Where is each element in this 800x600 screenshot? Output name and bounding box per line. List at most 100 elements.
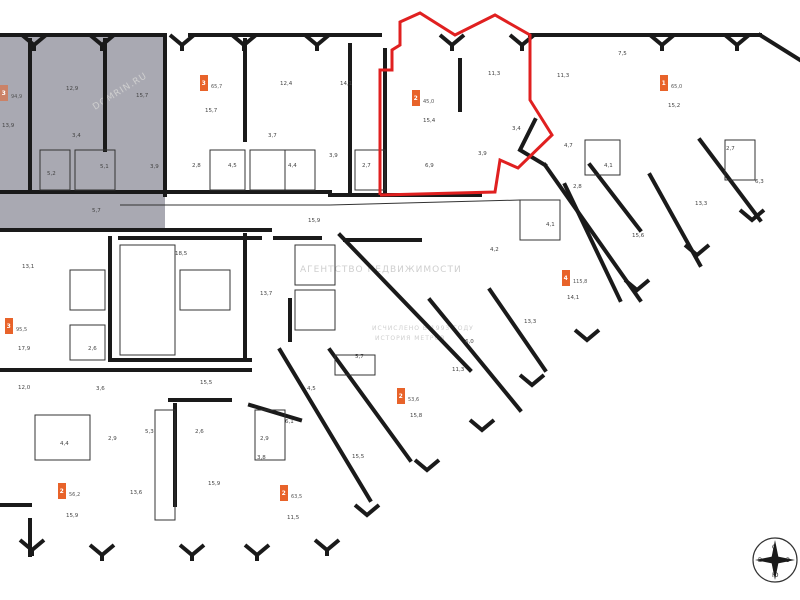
room-area: 4,4 xyxy=(60,441,69,447)
svg-text:2: 2 xyxy=(414,95,418,102)
room-area: 5,1 xyxy=(100,164,109,170)
room-area: 13,6 xyxy=(130,490,143,496)
svg-text:2: 2 xyxy=(282,490,286,497)
room-area: 15,8 xyxy=(410,413,423,419)
watermark-agency: АГЕНТСТВО НЕДВИЖИМОСТИ xyxy=(300,265,462,275)
room-area: 3,9 xyxy=(329,153,338,159)
room-area: 13,1 xyxy=(22,264,34,270)
apartment-badge[interactable]: 1 65,0 xyxy=(660,75,682,91)
svg-text:4: 4 xyxy=(564,275,568,282)
watermark-sub: ИСТОРИЯ МЕТРОВ xyxy=(375,335,445,342)
room-area: 5,3 xyxy=(145,429,154,435)
room-area: 5,2 xyxy=(47,171,56,177)
room-area: 4,5 xyxy=(307,386,316,392)
selected-apartment-outline[interactable] xyxy=(378,11,554,197)
compass-west: В xyxy=(758,557,762,564)
room-area: 4,2 xyxy=(490,247,499,253)
apartment-badge[interactable]: 3 95,5 xyxy=(5,318,27,334)
room-area: 13,7 xyxy=(260,291,273,297)
apartment-badge[interactable]: 2 56,2 xyxy=(58,483,80,499)
room-area: 4,1 xyxy=(546,222,555,228)
room-area: 3,4 xyxy=(72,133,81,139)
room-area: 14,1 xyxy=(567,295,579,301)
svg-text:63,5: 63,5 xyxy=(291,494,302,500)
room-area: 14,1 xyxy=(340,81,352,87)
room-area: 15,9 xyxy=(208,481,221,487)
compass-south: Ю xyxy=(772,572,779,579)
room-area: 3,7 xyxy=(268,133,277,139)
apartment-badges: 3 65,7 2 45,0 1 65,0 4 115,8 3 95,5 3 94… xyxy=(0,75,682,501)
watermark-since: ИСЧИСЛЕНО В 1993 ГОДУ xyxy=(372,325,474,332)
svg-text:115,8: 115,8 xyxy=(573,279,587,285)
room-area: 2,8 xyxy=(192,163,201,169)
room-area: 2,8 xyxy=(573,184,582,190)
room-area: 11,5 xyxy=(287,515,300,521)
apartment-badge[interactable]: 3 65,7 xyxy=(200,75,222,91)
room-area: 15,5 xyxy=(200,380,213,386)
compass: С Ю В З xyxy=(752,537,798,583)
svg-text:56,2: 56,2 xyxy=(69,492,80,498)
room-area: 2,6 xyxy=(195,429,204,435)
sold-apartment-zone xyxy=(0,35,165,230)
svg-text:45,0: 45,0 xyxy=(423,99,434,105)
room-area: 7,5 xyxy=(618,51,627,57)
room-area: 18,5 xyxy=(175,251,188,257)
room-area: 15,6 xyxy=(632,233,645,239)
facade-columns xyxy=(18,33,766,561)
svg-text:53,6: 53,6 xyxy=(408,397,419,403)
room-area: 4,5 xyxy=(228,163,237,169)
room-area: 3,9 xyxy=(478,151,487,157)
svg-text:94,9: 94,9 xyxy=(11,94,22,100)
room-area: 15,2 xyxy=(668,103,680,109)
room-labels: 12,9 15,7 3,4 5,2 5,1 3,9 13,9 5,7 15,7 … xyxy=(2,51,764,521)
svg-text:65,0: 65,0 xyxy=(671,84,682,90)
room-area: 2,7 xyxy=(362,163,371,169)
room-area: 3,6 xyxy=(96,386,105,392)
compass-east: З xyxy=(786,557,790,564)
svg-text:3: 3 xyxy=(202,80,206,87)
compass-north: С xyxy=(772,544,776,551)
room-area: 12,4 xyxy=(280,81,293,87)
room-area: 15,5 xyxy=(352,454,365,460)
apartment-badge[interactable]: 2 53,6 xyxy=(397,388,419,404)
room-area: 6,0 xyxy=(465,339,474,345)
room-area: 12,0 xyxy=(18,385,31,391)
room-area: 13,9 xyxy=(2,123,15,129)
room-area: 15,9 xyxy=(308,218,321,224)
room-area: 11,3 xyxy=(452,367,465,373)
room-area: 2,9 xyxy=(260,436,269,442)
apartment-badge[interactable]: 2 63,5 xyxy=(280,485,302,501)
room-area: 13,3 xyxy=(524,319,537,325)
room-area: 4,4 xyxy=(288,163,297,169)
room-area: 15,9 xyxy=(66,513,79,519)
room-area: 2,6 xyxy=(88,346,97,352)
room-area: 15,4 xyxy=(423,118,436,124)
room-area: 11,3 xyxy=(488,71,501,77)
svg-text:95,5: 95,5 xyxy=(16,327,27,333)
room-area: 17,9 xyxy=(18,346,31,352)
room-area: 3,8 xyxy=(257,455,266,461)
svg-text:1: 1 xyxy=(662,80,666,87)
room-area: 11,3 xyxy=(557,73,570,79)
room-area: 12,9 xyxy=(66,86,79,92)
apartment-badge[interactable]: 3 94,9 xyxy=(0,85,22,101)
apartment-badge[interactable]: 2 45,0 xyxy=(412,90,434,106)
room-area: 2,9 xyxy=(108,436,117,442)
svg-text:2: 2 xyxy=(399,393,403,400)
svg-text:2: 2 xyxy=(60,488,64,495)
room-area: 13,3 xyxy=(695,201,708,207)
room-area: 5,7 xyxy=(92,208,101,214)
room-area: 3,9 xyxy=(150,164,159,170)
room-area: 5,7 xyxy=(355,354,364,360)
room-area: 3,4 xyxy=(512,126,521,132)
room-area: 4,7 xyxy=(564,143,573,149)
svg-text:65,7: 65,7 xyxy=(211,84,222,90)
room-area: 6,1 xyxy=(285,419,294,425)
interior-fixtures xyxy=(34,139,756,521)
room-area: 6,3 xyxy=(755,179,764,185)
room-area: 6,9 xyxy=(425,163,434,169)
svg-text:3: 3 xyxy=(7,323,11,330)
room-area: 4,1 xyxy=(604,163,613,169)
room-area: 15,7 xyxy=(136,93,149,99)
apartment-badge[interactable]: 4 115,8 xyxy=(562,270,587,286)
